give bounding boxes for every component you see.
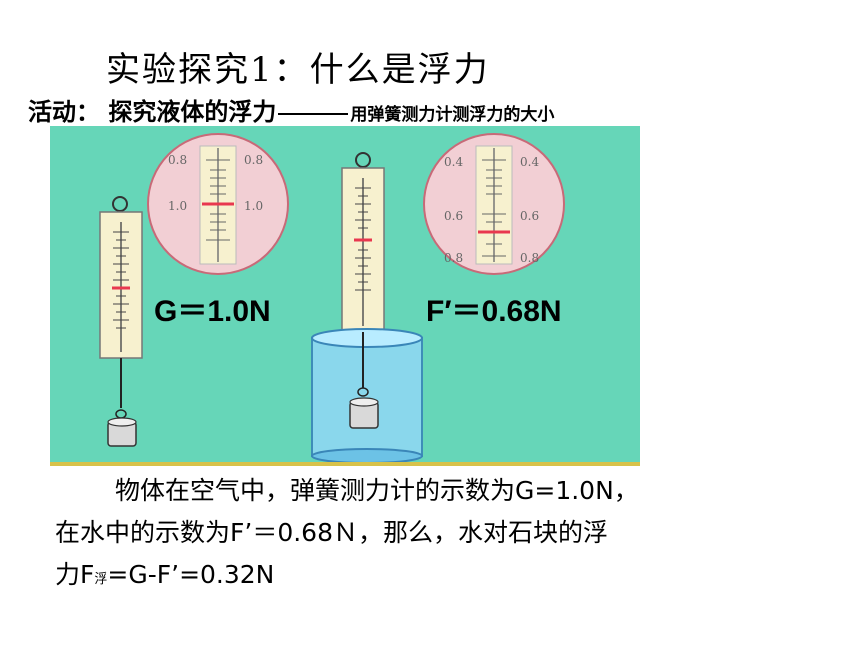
left-dial-magnifier: 0.8 0.8 1.0 1.0 [147,133,289,275]
left-dial-top-left: 0.8 [168,153,187,167]
explanation-line-3: 力F浮=G-F’=0.32N [55,554,835,601]
right-dial-magnifier: 0.4 0.4 0.6 0.6 0.8 0.8 [423,133,565,275]
right-dial-bottom-right: 0.8 [520,251,539,265]
left-dial-top-right: 0.8 [244,153,263,167]
buoyancy-subscript: 浮 [94,572,108,587]
buoyancy-formula: =G-F’=0.32N [107,560,275,589]
right-dial-top-right: 0.4 [520,155,539,169]
right-dial-mid-right: 0.6 [520,209,539,223]
right-dial-mid-left: 0.6 [444,209,463,223]
panel-base-strip [50,462,640,466]
left-dial-mid-left: 1.0 [168,199,187,213]
right-spring-scale [311,152,423,462]
buoyancy-symbol: 力F [55,560,95,589]
activity-main: 探究液体的浮力 [108,97,277,126]
left-spring-scale [99,196,143,447]
activity-prefix: 活动： [28,97,100,126]
experiment-illustration: 0.8 0.8 1.0 1.0 [50,126,640,462]
spring-scale-drawing: 0.8 0.8 1.0 1.0 [99,133,565,462]
activity-heading: 活动： 探究液体的浮力 用弹簧测力计测浮力的大小 [28,92,554,127]
right-dial-top-left: 0.4 [444,155,463,169]
reading-in-water-label: F′＝0.68N [426,295,562,328]
dash-separator [278,112,349,115]
left-dial-mid-right: 1.0 [244,199,263,213]
weight-label: G＝1.0N [154,295,271,328]
page-title: 实验探究1：什么是浮力 [106,50,490,90]
right-dial-bottom-left: 0.8 [444,251,463,265]
explanation-line-1: 物体在空气中，弹簧测力计的示数为G=1.0N， [115,476,639,505]
activity-detail: 用弹簧测力计测浮力的大小 [350,105,555,125]
explanation-line-2: 在水中的示数为F’＝0.68Ｎ，那么，水对石块的浮 [55,518,608,547]
explanation-text: 物体在空气中，弹簧测力计的示数为G=1.0N， 在水中的示数为F’＝0.68Ｎ，… [55,470,835,601]
